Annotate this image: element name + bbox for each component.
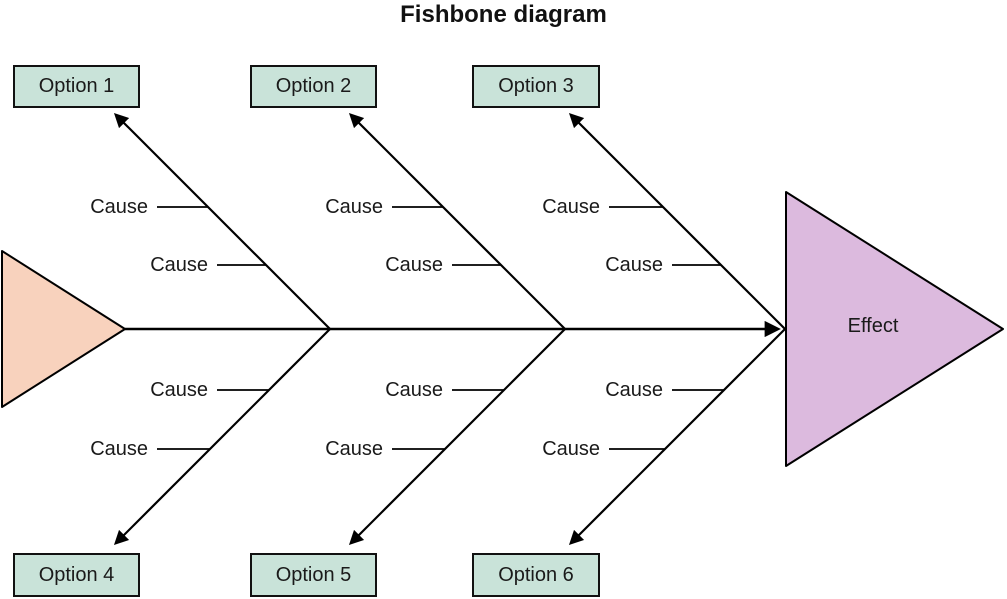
- branch-line-option-4: [113, 328, 331, 546]
- cause-label: Cause: [90, 438, 148, 460]
- cause-label: Cause: [150, 379, 208, 401]
- tail-triangle: [1, 250, 126, 408]
- branch-line-option-3: [568, 112, 786, 330]
- cause-label: Cause: [90, 196, 148, 218]
- cause-label: Cause: [542, 196, 600, 218]
- effect-label: Effect: [847, 315, 899, 337]
- cause-label: Cause: [150, 254, 208, 276]
- effect-triangle: [785, 191, 1004, 467]
- option-box-4: Option 4: [13, 553, 140, 597]
- option-box-1: Option 1: [13, 65, 140, 108]
- cause-label: Cause: [325, 438, 383, 460]
- branch-line-option-6: [568, 328, 786, 546]
- page-title: Fishbone diagram: [400, 1, 607, 28]
- option-box-6: Option 6: [472, 553, 600, 597]
- cause-label: Cause: [542, 438, 600, 460]
- cause-label: Cause: [605, 254, 663, 276]
- branch-line-option-1: [113, 112, 331, 330]
- option-box-3: Option 3: [472, 65, 600, 108]
- branch-line-option-2: [348, 112, 566, 330]
- branch-line-option-5: [348, 328, 566, 546]
- option-box-2: Option 2: [250, 65, 377, 108]
- cause-label: Cause: [605, 379, 663, 401]
- cause-label: Cause: [385, 254, 443, 276]
- cause-label: Cause: [385, 379, 443, 401]
- option-box-5: Option 5: [250, 553, 377, 597]
- cause-label: Cause: [325, 196, 383, 218]
